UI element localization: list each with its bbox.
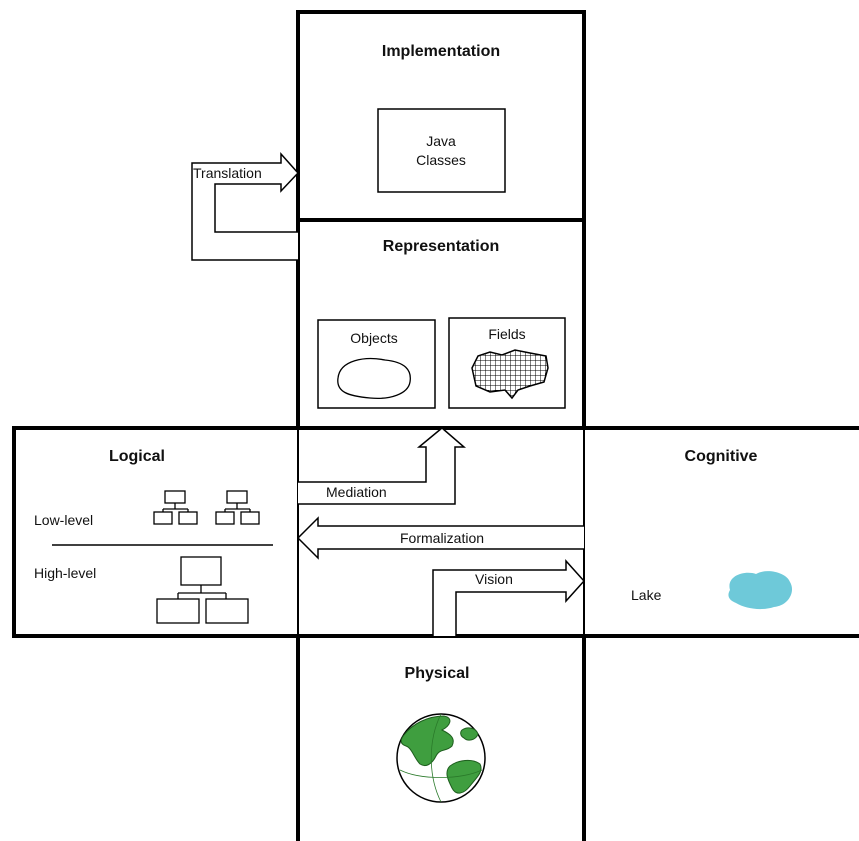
- globe-icon: [396, 713, 486, 803]
- physical-title: Physical: [405, 665, 470, 682]
- cognitive-title: Cognitive: [685, 448, 758, 465]
- logical-title: Logical: [109, 448, 165, 465]
- mediation-label: Mediation: [326, 484, 387, 500]
- low-level-label: Low-level: [34, 512, 93, 528]
- objects-box: [317, 319, 436, 409]
- translation-label: Translation: [193, 165, 262, 181]
- formalization-arrow: [296, 516, 584, 560]
- objects-label: Objects: [350, 330, 397, 346]
- computer-network-icon: [215, 490, 260, 525]
- object-blob-icon: [337, 357, 411, 400]
- computer-network-icon: [156, 556, 249, 624]
- representation-title: Representation: [383, 238, 499, 255]
- computer-network-icon: [153, 490, 198, 525]
- lake-label: Lake: [631, 587, 662, 603]
- high-level-label: High-level: [34, 565, 96, 581]
- java-classes-line1: Java: [426, 133, 456, 149]
- java-classes-box: [377, 108, 506, 193]
- translation-arrow: [191, 152, 300, 261]
- vision-label: Vision: [475, 571, 513, 587]
- formalization-label: Formalization: [400, 530, 484, 546]
- lake-icon: [728, 571, 793, 610]
- implementation-title: Implementation: [382, 43, 500, 60]
- mediation-arrow: [298, 427, 467, 505]
- java-classes-line2: Classes: [416, 152, 466, 168]
- fields-label: Fields: [488, 326, 525, 342]
- vision-arrow: [432, 559, 586, 636]
